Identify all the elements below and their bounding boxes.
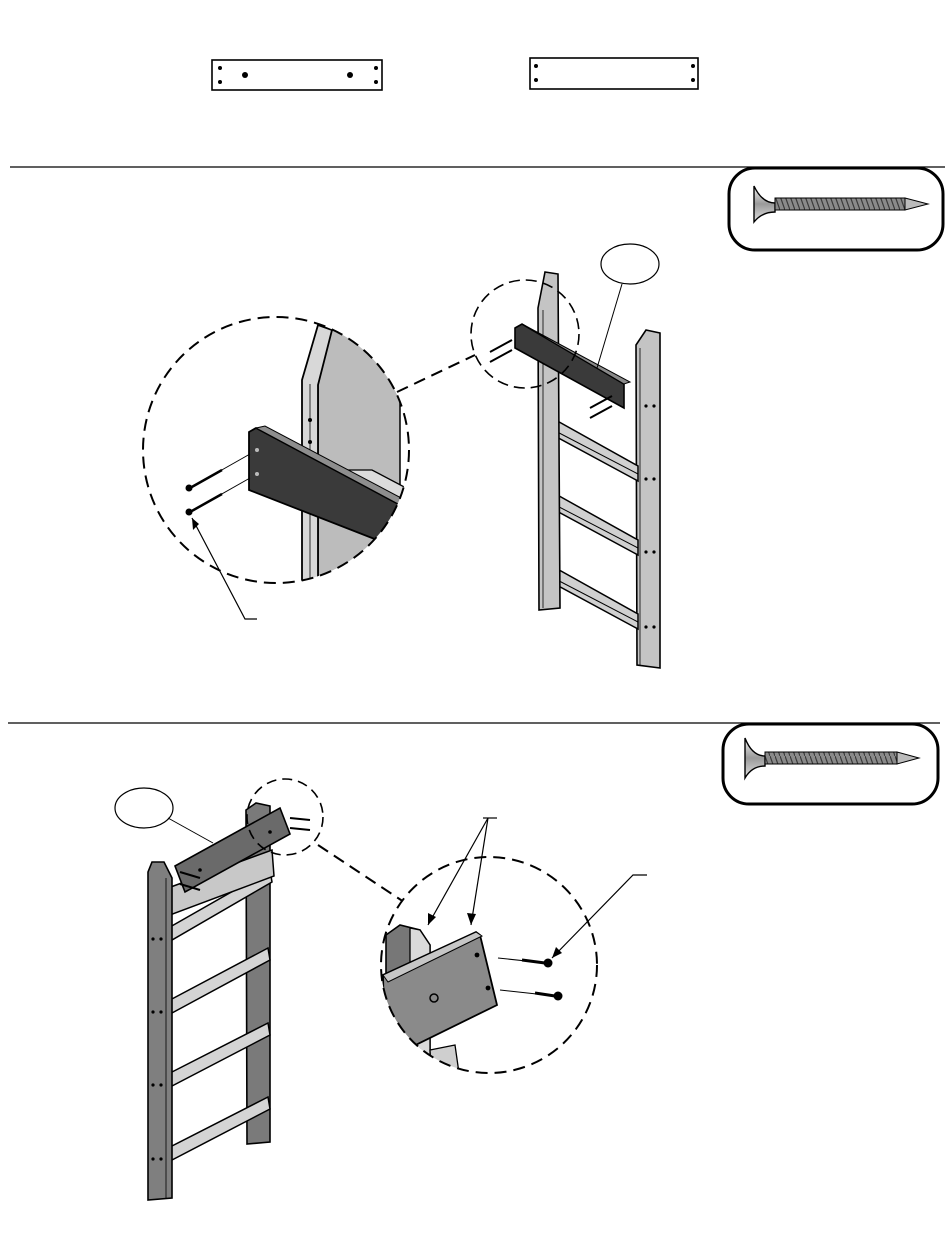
hardware-box <box>723 724 938 804</box>
board-with-center-holes <box>212 60 382 90</box>
magnified-detail-circle <box>140 315 415 590</box>
magnified-detail-circle <box>378 855 603 1080</box>
step-1 <box>140 168 943 668</box>
board-with-end-holes <box>530 58 698 89</box>
part-callout-bubble <box>115 788 213 843</box>
detail-connector <box>318 845 404 902</box>
hardware-box <box>729 168 943 250</box>
detail-connector <box>397 355 475 392</box>
step-2 <box>115 724 938 1200</box>
parts-row <box>212 58 698 90</box>
ladder-assembly <box>490 244 660 668</box>
ladder-assembly <box>115 788 310 1200</box>
